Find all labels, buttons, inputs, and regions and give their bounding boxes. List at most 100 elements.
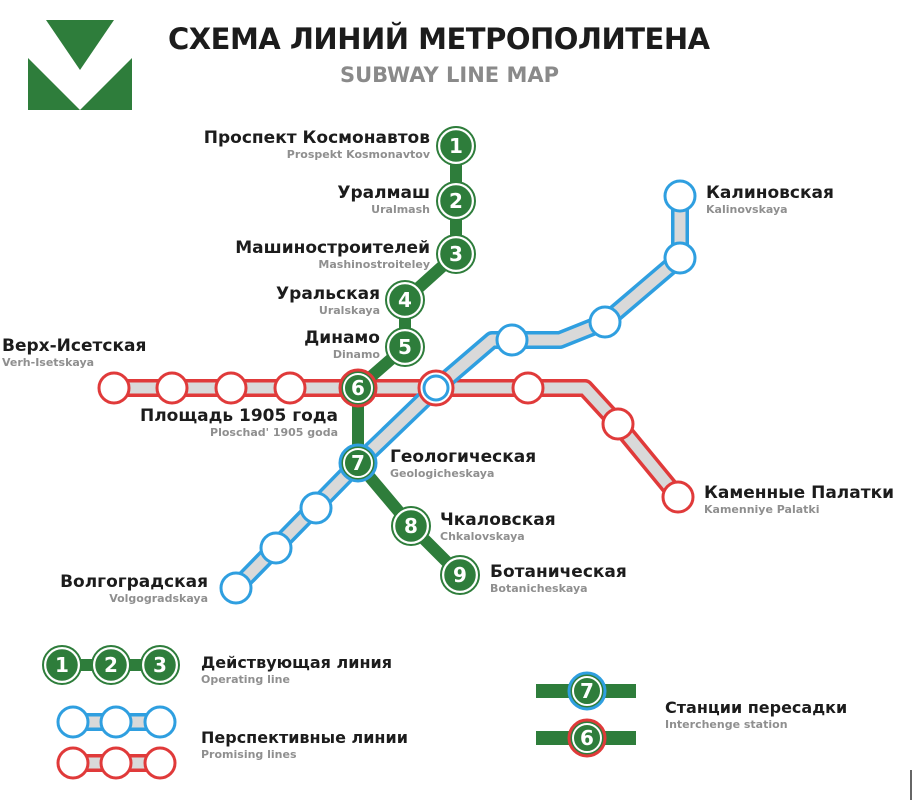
station-1-marker[interactable]: 1 <box>436 126 476 166</box>
red-station-4[interactable] <box>273 371 307 405</box>
station-volgogradskaya[interactable] <box>219 571 253 605</box>
legend-operating-ru: Действующая линия <box>201 653 392 672</box>
label-station-6[interactable]: Площадь 1905 года Ploschad' 1905 goda <box>140 408 338 439</box>
legend-interchange-ru: Станции пересадки <box>665 698 848 717</box>
station-6-red-ring <box>338 368 378 408</box>
label-volgogradskaya[interactable]: Волгоградская Volgogradskaya <box>60 572 208 605</box>
station-3-marker[interactable]: 3 <box>436 234 476 274</box>
station-4-marker[interactable]: 4 <box>385 280 425 320</box>
label-verkh-isetskaya-en: Verh-Isetskaya <box>2 356 95 369</box>
red-station-7[interactable] <box>601 407 635 441</box>
label-verkh-isetskaya[interactable]: Верх-Исетская Verh-Isetskaya <box>2 336 147 369</box>
station-6-white-ring <box>343 373 373 403</box>
legend-op-circle-3 <box>141 646 179 684</box>
station-verkh-isetskaya[interactable] <box>97 371 131 405</box>
blue-line-stations <box>219 179 697 605</box>
red-station-2[interactable] <box>155 371 189 405</box>
logo-left-shape <box>28 20 80 110</box>
label-kamennye-palatki-ru: Каменные Палатки <box>704 483 895 503</box>
label-station-8[interactable]: Чкаловская Chkalovskaya <box>440 510 556 543</box>
station-6-interchange-marker[interactable]: 6 <box>338 368 378 408</box>
station-8-number: 8 <box>404 514 418 538</box>
label-station-2-ru: Уралмаш <box>337 183 430 203</box>
station-kamennye-palatki[interactable] <box>661 480 695 514</box>
legend-red-circle-3 <box>143 746 177 780</box>
logo-right-shape <box>80 20 132 110</box>
label-station-5[interactable]: Динамо Dinamo <box>304 328 380 361</box>
label-station-8-ru: Чкаловская <box>440 510 556 530</box>
label-volgogradskaya-ru: Волгоградская <box>60 572 208 592</box>
label-station-7-ru: Геологическая <box>390 447 537 467</box>
label-station-9-ru: Ботаническая <box>490 562 627 582</box>
station-2-number: 2 <box>449 189 463 213</box>
label-station-1[interactable]: Проспект Космонавтов Prospekt Kosmonavto… <box>203 128 430 161</box>
blue-station-6[interactable] <box>588 305 622 339</box>
legend-blue-circle-2 <box>99 705 133 739</box>
logo-middle-shape <box>46 20 114 70</box>
blue-station-7[interactable] <box>663 241 697 275</box>
legend-interchange-label: Станции пересадки Interchenge station <box>665 698 848 731</box>
page-subtitle: SUBWAY LINE MAP <box>340 63 559 87</box>
station-6-fill <box>340 370 376 406</box>
red-station-6[interactable] <box>511 371 545 405</box>
label-station-3[interactable]: Машиностроителей Mashinostroiteley <box>235 240 430 271</box>
label-kamennye-palatki[interactable]: Каменные Палатки Kamenniye Palatki <box>704 483 895 516</box>
station-5-marker[interactable]: 5 <box>385 327 425 367</box>
station-9-ring <box>441 556 479 594</box>
legend-op-circle-1 <box>43 646 81 684</box>
label-station-7[interactable]: Геологическая Geologicheskaya <box>390 447 537 480</box>
label-station-2[interactable]: Уралмаш Uralmash <box>337 183 430 216</box>
legend-op-number-2: 2 <box>104 653 118 677</box>
red-line-stations <box>97 371 695 514</box>
station-8-ring <box>392 507 430 545</box>
label-station-7-en: Geologicheskaya <box>390 467 495 480</box>
legend-interchange-7-number: 7 <box>580 679 594 703</box>
label-kalinovskaya-ru: Калиновская <box>706 183 834 203</box>
blue-red-interchange[interactable] <box>417 369 455 407</box>
station-4-ring <box>386 281 424 319</box>
station-3-ring <box>437 235 475 273</box>
blue-station-3[interactable] <box>299 491 333 525</box>
label-volgogradskaya-en: Volgogradskaya <box>109 592 208 605</box>
legend-op-number-1: 1 <box>55 653 69 677</box>
operating-stations: 1 2 3 4 5 6 <box>338 126 480 595</box>
label-station-1-ru: Проспект Космонавтов <box>203 128 430 148</box>
label-station-3-en: Mashinostroiteley <box>318 258 430 271</box>
station-7-interchange-marker[interactable]: 7 <box>338 443 378 483</box>
station-4-outline <box>385 280 425 320</box>
label-station-8-en: Chkalovskaya <box>440 530 525 543</box>
station-2-marker[interactable]: 2 <box>436 181 476 221</box>
legend-interchange-7-fill <box>569 673 605 709</box>
station-7-white-ring <box>343 448 373 478</box>
station-7-number: 7 <box>351 451 365 475</box>
label-station-9[interactable]: Ботаническая Botanicheskaya <box>490 562 627 595</box>
station-2-outline <box>436 181 476 221</box>
station-kalinovskaya[interactable] <box>663 179 697 213</box>
station-8-marker[interactable]: 8 <box>391 506 431 546</box>
label-station-5-ru: Динамо <box>304 328 380 348</box>
station-7-fill <box>340 445 376 481</box>
label-kalinovskaya[interactable]: Калиновская Kalinovskaya <box>706 183 834 216</box>
label-station-4[interactable]: Уральская Uralskaya <box>276 286 380 317</box>
legend-interchange-7-ring <box>567 671 607 711</box>
label-verkh-isetskaya-ru: Верх-Исетская <box>2 336 147 356</box>
label-station-6-en: Ploschad' 1905 goda <box>210 426 338 439</box>
station-5-outline <box>385 327 425 367</box>
station-1-number: 1 <box>449 134 463 158</box>
station-5-number: 5 <box>398 335 412 359</box>
blue-station-2[interactable] <box>259 531 293 565</box>
blue-station-5[interactable] <box>495 323 529 357</box>
legend-red-circle-2 <box>99 746 133 780</box>
legend-blue-circle-1 <box>56 705 90 739</box>
legend-blue-sample <box>56 705 177 739</box>
station-1-ring <box>437 127 475 165</box>
label-station-4-en: Uralskaya <box>318 304 380 317</box>
station-9-marker[interactable]: 9 <box>440 555 480 595</box>
page-title: СХЕМА ЛИНИЙ МЕТРОПОЛИТЕНА <box>168 22 710 56</box>
station-9-number: 9 <box>453 563 467 587</box>
station-3-number: 3 <box>449 242 463 266</box>
legend-interchange-6-ring <box>567 718 607 758</box>
red-station-3[interactable] <box>214 371 248 405</box>
legend-promising-ru: Перспективные линии <box>201 728 408 747</box>
